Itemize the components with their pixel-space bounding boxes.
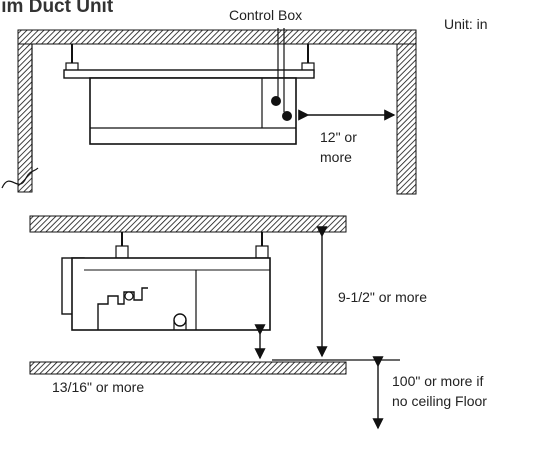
side-nut-left <box>115 245 129 259</box>
side-clearance-text-2: more <box>320 149 352 165</box>
break-line <box>1 167 39 189</box>
diagram-title: lim Duct Unit <box>0 0 114 17</box>
right-wall-hatch <box>396 43 417 195</box>
floor-clearance-text-1: 100" or more if <box>392 373 483 389</box>
left-wall-hatch <box>17 43 33 193</box>
control-box-dot-1 <box>271 96 281 106</box>
bottom-clearance-text: 13/16" or more <box>52 379 144 395</box>
ceiling-hatch-side <box>29 215 347 233</box>
unit-label: Unit: in <box>444 16 488 32</box>
ceiling-hatch-top <box>17 29 417 45</box>
pipe-fittings <box>97 287 148 330</box>
floor-hatch-side <box>29 361 347 375</box>
control-box-label: Control Box <box>229 7 302 23</box>
side-nut-right <box>255 245 269 259</box>
control-box-dot-2 <box>282 111 292 121</box>
drain-port <box>173 313 187 327</box>
unit-body-side <box>71 257 271 331</box>
mounting-rail <box>63 69 315 79</box>
side-clearance-text-1: 12" or <box>320 129 357 145</box>
pipe-fitting-ring <box>124 291 134 301</box>
height-clearance-text: 9-1/2" or more <box>338 289 427 305</box>
floor-clearance-text-2: no ceiling Floor <box>392 393 487 409</box>
unit-body-top <box>89 77 297 145</box>
